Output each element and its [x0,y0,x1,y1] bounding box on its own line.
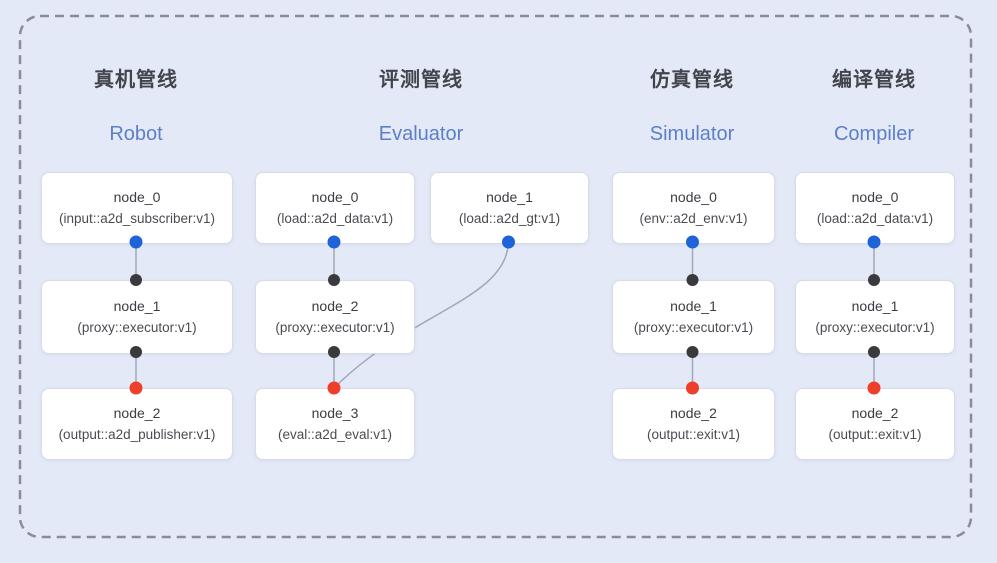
robot-node-0: node_0 (input::a2d_subscriber:v1) [41,172,233,244]
simulator-node-0: node_0 (env::a2d_env:v1) [612,172,775,244]
node-title: node_0 [311,189,359,205]
node-subtitle: (output::exit:v1) [646,427,741,442]
compiler-node-2: node_2 (output::exit:v1) [795,388,955,460]
node-title: node_1 [670,298,717,314]
node-title: node_1 [486,189,533,205]
node-title: node_0 [113,189,161,205]
pipeline-title-en-compiler: Compiler [833,123,915,145]
robot-node-1: node_1 (proxy::executor:v1) [41,280,233,354]
node-title: node_0 [851,189,899,205]
evaluator-node-3: node_3 (eval::a2d_eval:v1) [255,388,415,460]
node-subtitle: (env::a2d_env:v1) [639,211,748,226]
node-subtitle: (proxy::executor:v1) [275,320,395,335]
robot-node-2: node_2 (output::a2d_publisher:v1) [41,388,233,460]
node-subtitle: (input::a2d_subscriber:v1) [58,211,216,226]
simulator-node-2: node_2 (output::exit:v1) [612,388,775,460]
evaluator-node-1: node_1 (load::a2d_gt:v1) [430,172,589,244]
node-subtitle: (proxy::executor:v1) [633,320,754,335]
node-subtitle: (output::exit:v1) [828,427,922,442]
node-subtitle: (proxy::executor:v1) [815,320,935,335]
evaluator-node-0: node_0 (load::a2d_data:v1) [255,172,415,244]
pipeline-title-en-evaluator: Evaluator [378,123,464,145]
node-subtitle: (load::a2d_gt:v1) [458,211,561,226]
node-title: node_2 [311,298,359,314]
node-subtitle: (load::a2d_data:v1) [816,211,934,226]
pipeline-title-en-robot: Robot [109,123,163,145]
node-title: node_2 [113,405,161,421]
node-title: node_3 [311,405,359,421]
node-subtitle: (proxy::executor:v1) [77,320,197,335]
pipeline-title-zh-robot: 真机管线 [94,69,178,91]
compiler-node-0: node_0 (load::a2d_data:v1) [795,172,955,244]
node-title: node_2 [851,405,899,421]
node-title: node_1 [113,298,161,314]
compiler-node-1: node_1 (proxy::executor:v1) [795,280,955,354]
node-title: node_2 [670,405,717,421]
evaluator-node-2: node_2 (proxy::executor:v1) [255,280,415,354]
pipeline-title-en-simulator: Simulator [649,123,735,145]
node-subtitle: (output::a2d_publisher:v1) [58,427,216,442]
simulator-node-1: node_1 (proxy::executor:v1) [612,280,775,354]
node-title: node_0 [670,189,717,205]
pipeline-title-zh-compiler: 编译管线 [832,69,916,91]
node-title: node_1 [851,298,899,314]
node-subtitle: (eval::a2d_eval:v1) [277,427,393,442]
pipeline-title-zh-simulator: 仿真管线 [650,69,734,91]
node-subtitle: (load::a2d_data:v1) [276,211,394,226]
pipeline-title-zh-evaluator: 评测管线 [379,69,463,91]
